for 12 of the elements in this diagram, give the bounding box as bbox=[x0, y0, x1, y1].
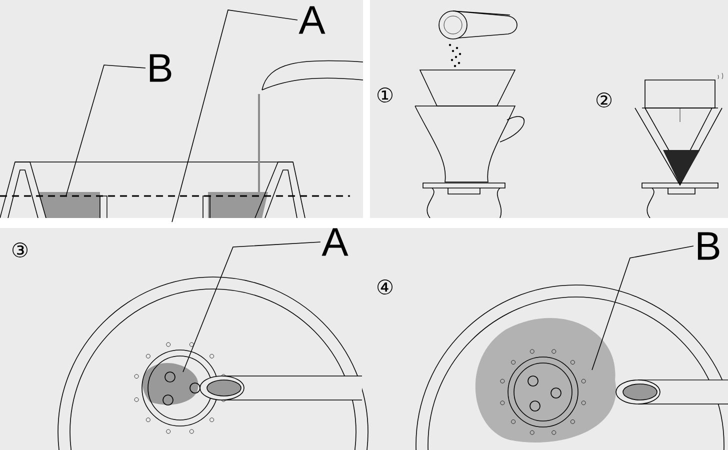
leader-line bbox=[592, 246, 694, 370]
callout-letter: A bbox=[298, 6, 326, 34]
callout-letter: B bbox=[698, 232, 720, 260]
callout-letter: A bbox=[322, 228, 348, 256]
leader-line bbox=[172, 10, 298, 222]
step-number: ① bbox=[378, 88, 392, 102]
step-number: ④ bbox=[378, 280, 392, 294]
leader-line bbox=[182, 242, 321, 372]
callout-letter: B bbox=[150, 54, 172, 82]
leader-line bbox=[66, 64, 146, 196]
step-number: ② bbox=[596, 92, 612, 108]
step-number: ③ bbox=[12, 242, 28, 258]
